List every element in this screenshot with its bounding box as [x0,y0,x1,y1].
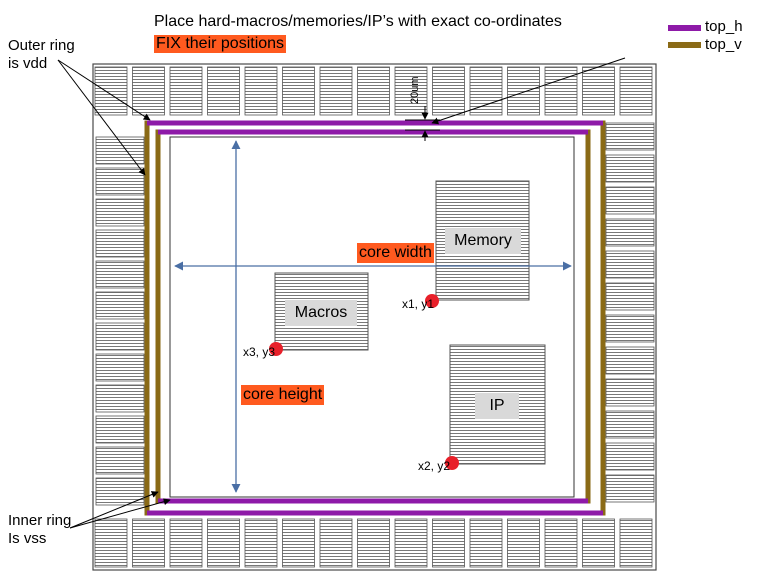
ip-label-bg [475,393,519,419]
io-pad-49 [605,314,655,343]
io-pad-47 [605,250,655,279]
io-pad-9 [394,66,428,116]
io-pad-12 [507,66,540,116]
pin-marker-3 [269,342,283,356]
io-pad-52 [605,410,655,439]
io-pad-11 [469,66,503,116]
core-height-label: core height [241,385,325,405]
io-pad-43 [605,122,655,151]
io-pad-23 [357,518,390,568]
ip-label: IP [489,397,505,414]
io-pad-44 [605,154,655,183]
outer-ring-label-line-2: is vdd [8,55,48,72]
inner-ring-label-line-1: Inner ring [8,512,72,529]
io-pad-13 [544,66,578,116]
io-pad-45 [605,186,655,215]
legend-label-top-h: top_h [705,18,743,35]
io-pad-27 [507,518,540,568]
io-pad-38 [95,353,145,382]
io-pad-39 [95,384,145,413]
macros-label: Macros [294,304,348,321]
io-pad-14 [582,66,615,116]
core-width-label: core width [357,243,434,263]
legend-label-top-v: top_v [705,36,742,53]
io-pad-19 [207,518,240,568]
io-pad-32 [95,167,145,196]
spacing-label: 20um [409,76,421,104]
io-pad-22 [319,518,353,568]
io-pad-33 [95,198,145,227]
header-pointer [431,57,626,125]
inner-ring-pointer-1 [69,491,159,529]
io-pad-25 [432,518,465,568]
io-pad-37 [95,322,145,351]
memory-label-bg [445,228,521,254]
io-pad-29 [582,518,615,568]
io-pad-5 [244,66,278,116]
io-pad-24 [394,518,428,568]
io-pad-1 [94,66,128,116]
io-pad-26 [469,518,503,568]
io-pad-16 [94,518,128,568]
io-pad-54 [605,474,655,503]
io-pad-18 [169,518,203,568]
io-pad-53 [605,442,655,471]
io-pad-21 [282,518,315,568]
macros-label-bg [285,300,357,326]
inner-ring-pointer-2 [69,498,171,529]
io-pad-34 [95,229,145,258]
memory-label: Memory [454,232,512,249]
io-pad-8 [357,66,390,116]
io-pad-40 [95,415,145,444]
io-pad-15 [619,66,653,116]
io-pad-51 [605,378,655,407]
io-pad-50 [605,346,655,375]
io-pads [94,66,655,568]
io-pad-31 [95,136,145,165]
io-pad-48 [605,282,655,311]
coord-label-3: x3, y3 [243,345,276,359]
io-pad-41 [95,446,145,475]
io-pad-2 [132,66,165,116]
io-pad-20 [244,518,278,568]
coord-label-2: x2, y2 [418,459,451,473]
die-boundary [92,63,657,571]
io-pad-4 [207,66,240,116]
header-line-1: Place hard-macros/memories/IP’s with exa… [154,13,562,30]
pin-marker-2 [445,456,459,470]
io-pad-6 [282,66,315,116]
io-pad-46 [605,218,655,247]
io-pad-3 [169,66,203,116]
pin-marker-1 [425,294,439,308]
outer-ring-pointer-2 [57,59,146,176]
io-pad-17 [132,518,165,568]
inner-ring-label-line-2: Is vss [8,530,47,547]
io-pad-30 [619,518,653,568]
io-pad-10 [432,66,465,116]
io-pad-28 [544,518,578,568]
io-pad-7 [319,66,353,116]
outer-ring-label-line-1: Outer ring [8,37,75,54]
outer-ring-pointer-1 [57,59,151,121]
io-pad-35 [95,260,145,289]
coord-label-1: x1, y1 [402,297,435,311]
header-line-2: FIX their positions [154,35,287,53]
power-rings [144,120,606,516]
core-boundary [169,136,575,498]
io-pad-36 [95,291,145,320]
